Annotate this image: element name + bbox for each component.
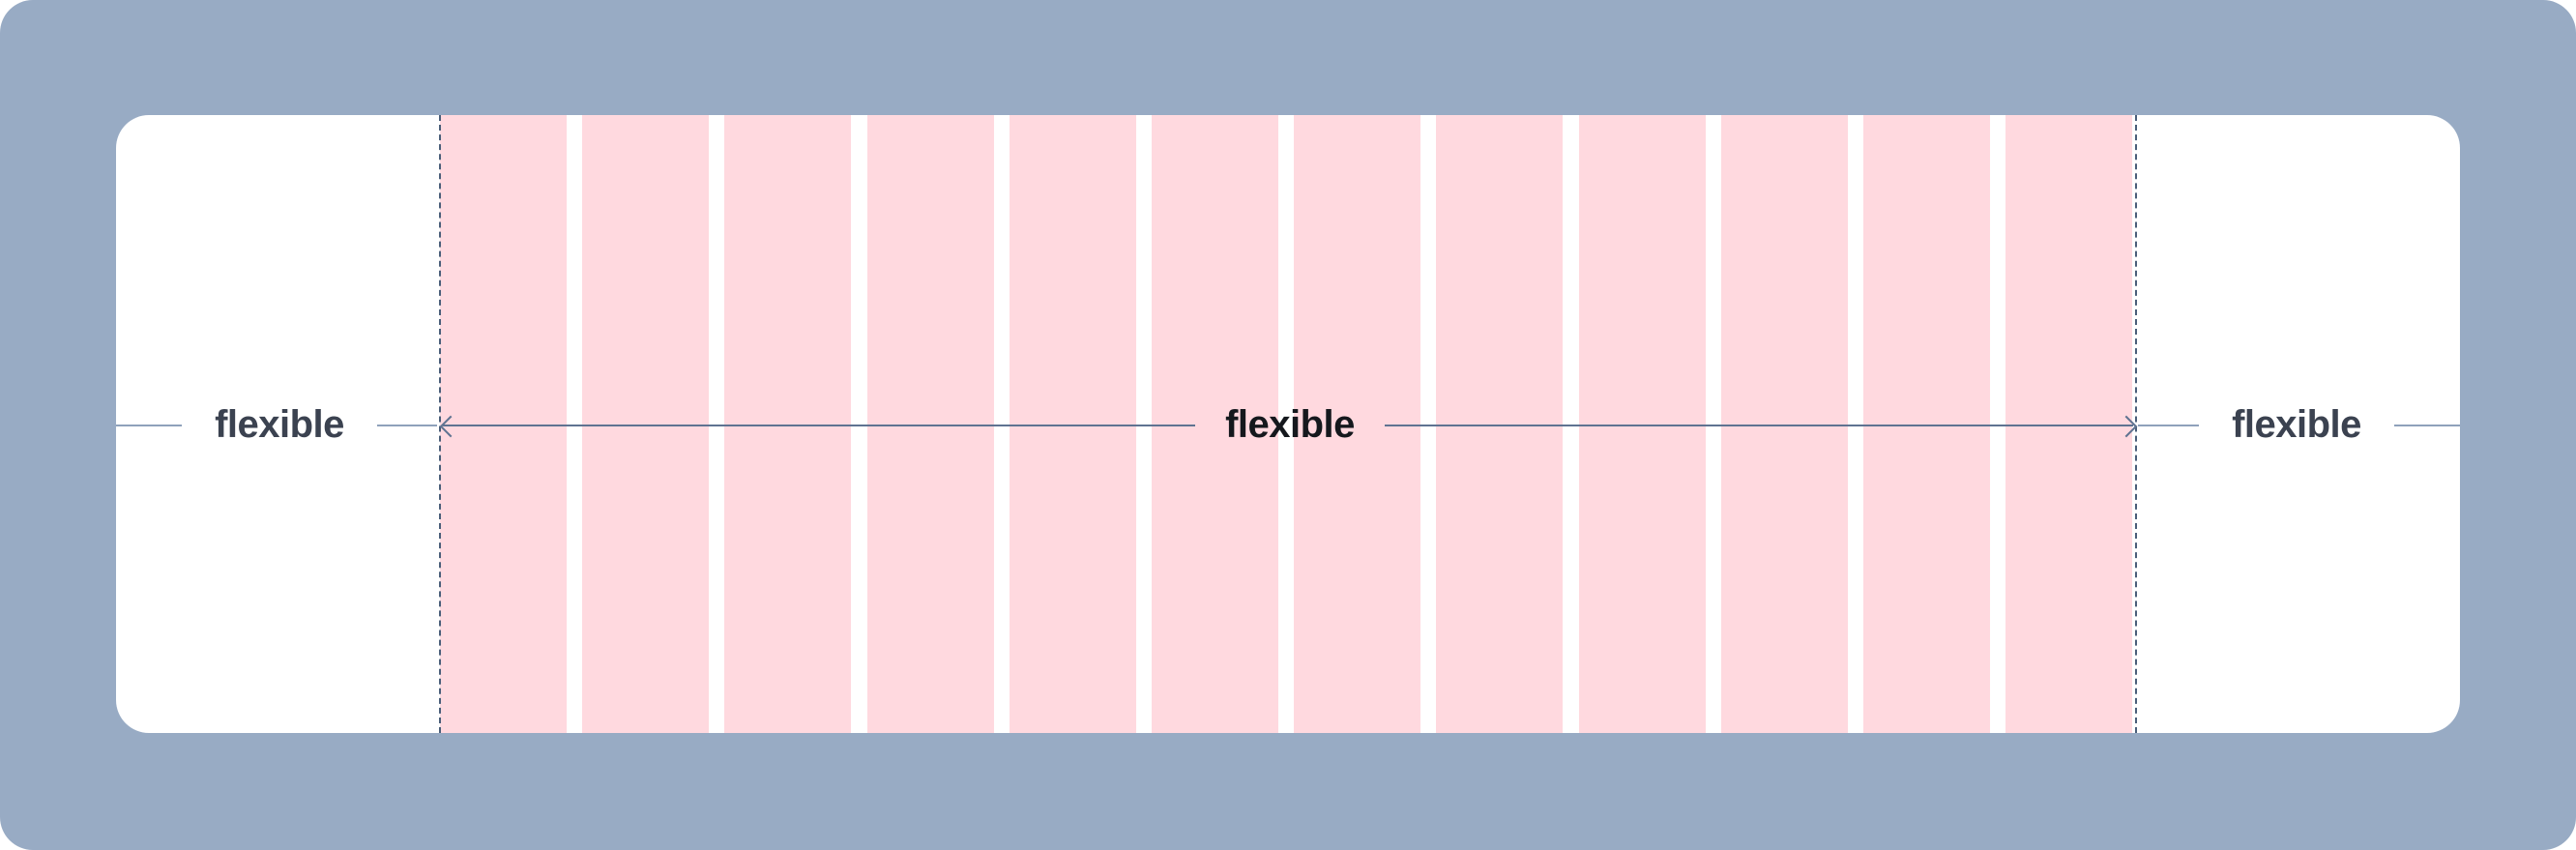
grid-column bbox=[1863, 115, 1990, 733]
left-margin-line-a bbox=[116, 425, 182, 426]
grid-column bbox=[1436, 115, 1564, 733]
grid-column bbox=[440, 115, 567, 733]
grid-column bbox=[866, 115, 994, 733]
left-margin-line-b bbox=[377, 425, 437, 426]
grid-column bbox=[1294, 115, 1421, 733]
left-margin-label: flexible bbox=[215, 403, 344, 446]
grid-column bbox=[1152, 115, 1278, 733]
grid-column bbox=[582, 115, 710, 733]
grid-column bbox=[2005, 115, 2133, 733]
content-line-left bbox=[443, 425, 1195, 426]
right-content-guide bbox=[2135, 115, 2137, 733]
grid-column bbox=[724, 115, 852, 733]
grid-column bbox=[1720, 115, 1848, 733]
right-margin-line-b bbox=[2394, 425, 2460, 426]
right-margin-label: flexible bbox=[2232, 403, 2361, 446]
grid-column bbox=[1578, 115, 1706, 733]
right-margin-line-a bbox=[2138, 425, 2199, 426]
left-content-guide bbox=[439, 115, 441, 733]
column-grid bbox=[440, 115, 2137, 733]
layout-canvas: flexible flexible flexible bbox=[116, 115, 2460, 733]
grid-column bbox=[1009, 115, 1136, 733]
content-line-right bbox=[1385, 425, 2133, 426]
content-width-label: flexible bbox=[1225, 403, 1355, 446]
